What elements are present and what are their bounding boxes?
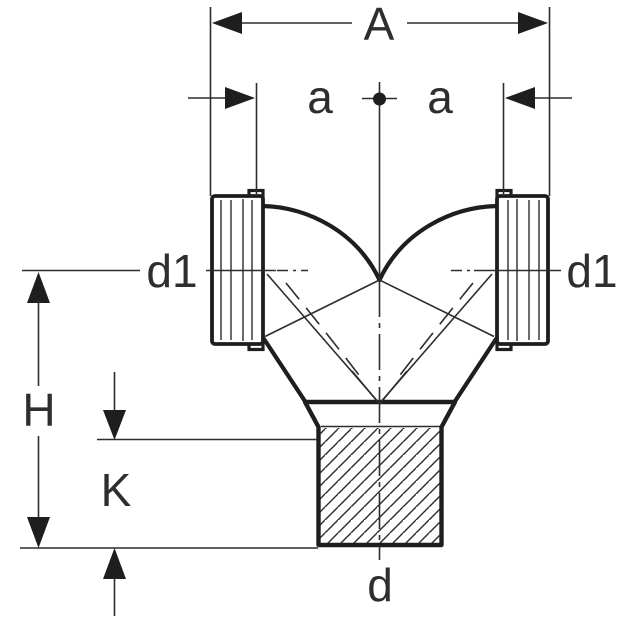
- dim-label-d1-right: d1: [566, 245, 617, 297]
- dim-label-d1-left: d1: [146, 245, 197, 297]
- arrowhead-left: [212, 12, 242, 34]
- arrowhead-right: [518, 12, 548, 34]
- axis-point-marker: [373, 92, 386, 106]
- arrowhead-up: [27, 272, 50, 303]
- spigot-hatch-area: [320, 428, 441, 543]
- dim-label-K: K: [101, 464, 132, 516]
- dim-label-A: A: [364, 0, 395, 50]
- arrowhead-left-inward: [225, 87, 255, 109]
- dimension-A: A: [209, 0, 551, 196]
- dimension-H: H: [22, 272, 56, 548]
- dimension-K: K: [97, 372, 317, 616]
- dim-label-a-left: a: [307, 71, 333, 123]
- dim-label-a-right: a: [427, 71, 453, 123]
- dim-label-H: H: [22, 384, 55, 436]
- right-lower-diagonal: [452, 336, 499, 405]
- arrowhead-down: [27, 517, 50, 548]
- left-branch-arc: [260, 203, 382, 283]
- arrowhead-right-inward: [505, 87, 535, 109]
- arrowhead-up-outer: [103, 548, 126, 579]
- right-branch-arc: [377, 203, 500, 283]
- arrowhead-down-outer: [103, 410, 126, 440]
- fitting-body: [260, 203, 500, 548]
- dimension-d1-right: d1: [451, 245, 618, 297]
- left-lower-diagonal: [261, 336, 308, 405]
- dimension-d1-left: d1: [22, 245, 308, 297]
- dimension-a: a a: [188, 71, 572, 196]
- dim-label-d: d: [367, 559, 393, 611]
